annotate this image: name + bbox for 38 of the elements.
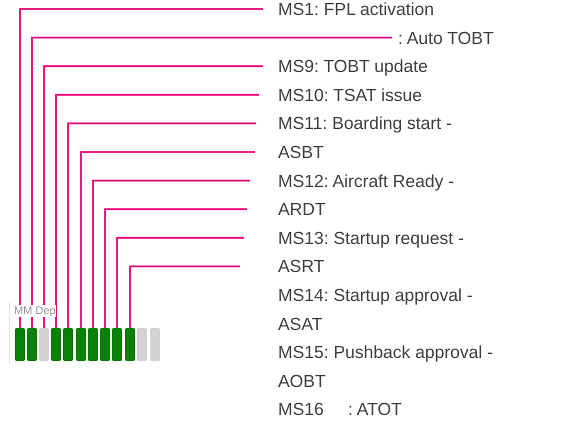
completed-segment	[125, 328, 135, 361]
completed-segment	[76, 328, 86, 361]
leader-line	[80, 151, 255, 328]
pending-segment	[137, 328, 147, 361]
leader-line	[19, 8, 263, 328]
milestone-label: ASAT	[278, 314, 322, 334]
completed-segment	[27, 328, 37, 361]
panel-title: MM Dep	[14, 305, 56, 317]
milestone-label: MS13: Startup request -	[278, 228, 464, 248]
milestone-label: : Auto TOBT	[398, 28, 494, 48]
milestone-label: MS1: FPL activation	[278, 0, 434, 19]
leader-line	[116, 236, 244, 328]
leader-line	[43, 65, 263, 328]
milestone-label: MS14: Startup approval -	[278, 285, 473, 305]
leader-line	[67, 122, 256, 328]
completed-segment	[63, 328, 73, 361]
milestone-label: ARDT	[278, 199, 326, 220]
milestone-label: MS11: Boarding start -	[278, 113, 452, 134]
leader-line	[55, 94, 259, 328]
milestone-label: AOBT	[278, 370, 326, 391]
milestone-label: ASRT	[278, 256, 324, 276]
leader-line	[104, 208, 247, 328]
leader-line	[31, 36, 392, 328]
pending-segment	[150, 328, 160, 361]
pending-segment	[39, 328, 49, 361]
completed-segment	[112, 328, 122, 361]
completed-segment	[15, 328, 25, 361]
leader-line	[129, 266, 240, 328]
leader-line	[92, 180, 250, 328]
completed-segment	[88, 328, 98, 361]
milestone-label: MS10: TSAT issue	[278, 84, 422, 105]
milestone-label: MS9: TOBT update	[278, 56, 428, 76]
milestone-label: MS15: Pushback approval -	[278, 342, 493, 362]
completed-segment	[51, 328, 61, 361]
completed-segment	[100, 328, 110, 361]
milestone-label: MS12: Aircraft Ready -	[278, 170, 454, 191]
milestone-label: ASBT	[278, 142, 324, 162]
milestone-label: MS16 : ATOT	[278, 399, 402, 420]
